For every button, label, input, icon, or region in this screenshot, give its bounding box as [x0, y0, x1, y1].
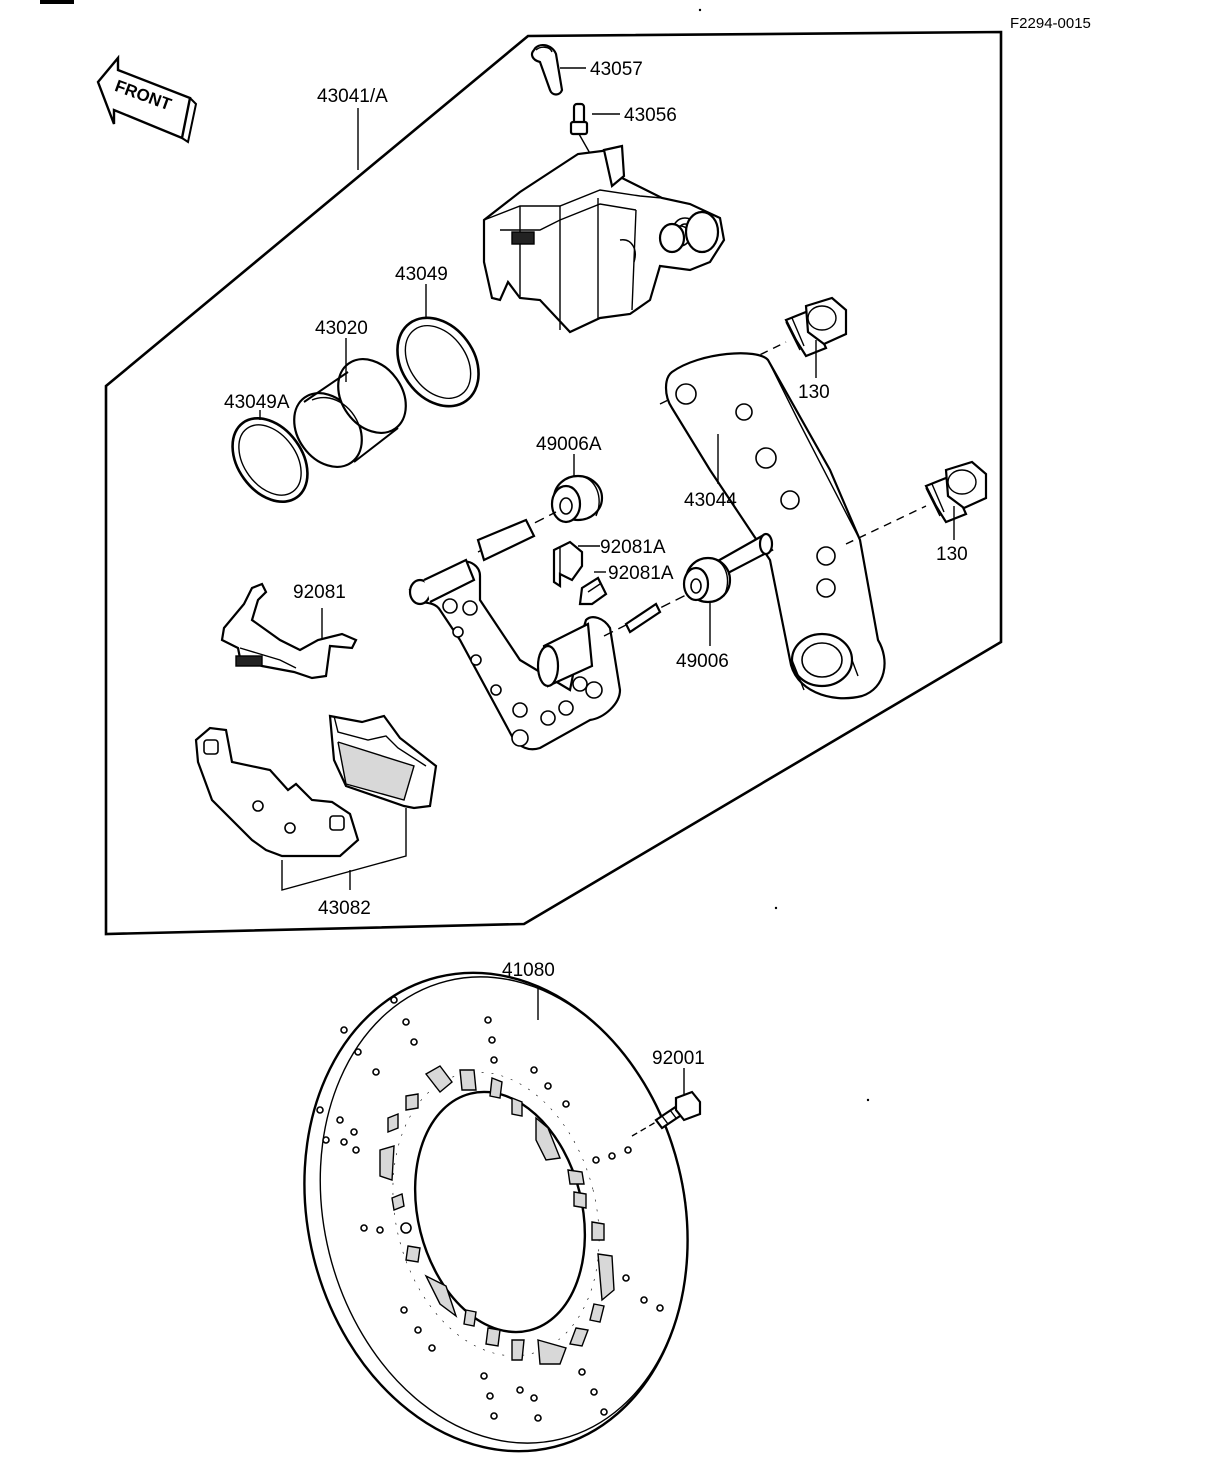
speck — [774, 906, 778, 910]
front-arrow-icon: FRONT — [96, 54, 198, 144]
brake-pad-43082 — [194, 714, 438, 858]
disc-holes — [316, 996, 664, 1422]
pad-spring-92081A — [552, 540, 608, 606]
caliper-holder — [408, 511, 622, 751]
label-41080: 41080 — [502, 960, 555, 981]
caliper-assembly-outline — [104, 30, 1003, 936]
caliper-bracket-43044 — [664, 352, 886, 700]
label-43056: 43056 — [624, 105, 677, 126]
pin-boot-49006 — [603, 532, 774, 637]
bolt-130-lower — [924, 460, 988, 524]
label-130a: 130 — [798, 382, 830, 403]
centerline-130b — [845, 505, 927, 545]
label-43049A: 43049A — [224, 392, 290, 413]
disc-bolt-92001 — [631, 1090, 702, 1137]
label-49006: 49006 — [676, 651, 729, 672]
caliper-body — [482, 144, 726, 334]
label-92081: 92081 — [293, 582, 346, 603]
speck — [698, 8, 702, 12]
pin-boot-49006A — [550, 474, 604, 524]
dust-seal-43049A — [231, 417, 309, 503]
label-43044: 43044 — [684, 490, 737, 511]
drawing-id: F2294-0015 — [1010, 15, 1091, 32]
leader-43082-bracket — [281, 808, 407, 891]
label-43020: 43020 — [315, 318, 368, 339]
anti-rattle-spring-92081 — [220, 582, 358, 680]
piston-43020 — [293, 358, 407, 468]
brake-disc-41080 — [303, 971, 689, 1453]
label-43041A: 43041/A — [317, 86, 388, 107]
label-43082: 43082 — [318, 898, 371, 919]
label-43057: 43057 — [590, 59, 643, 80]
label-130b: 130 — [936, 544, 968, 565]
disc-slots — [379, 1065, 615, 1365]
label-92001: 92001 — [652, 1048, 705, 1069]
label-92081A-1: 92081A — [600, 537, 666, 558]
label-49006A: 49006A — [536, 434, 602, 455]
corner-mark — [40, 0, 74, 4]
label-92081A-2: 92081A — [608, 563, 674, 584]
piston-seal-43049 — [396, 316, 480, 408]
bleed-cap-43057 — [530, 44, 564, 96]
label-43049: 43049 — [395, 264, 448, 285]
speck — [866, 1098, 870, 1102]
